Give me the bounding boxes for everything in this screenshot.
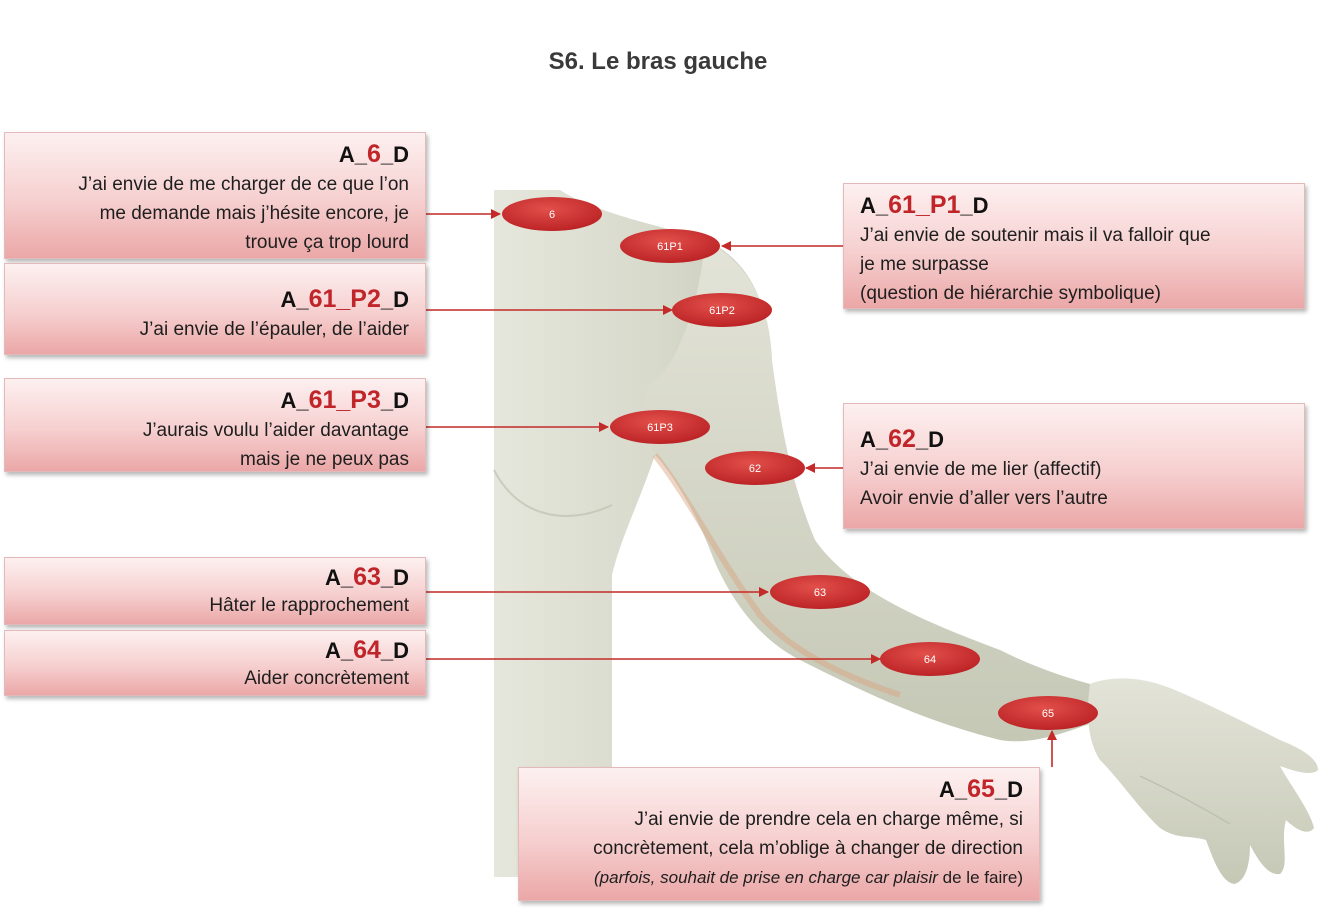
callout-text: trouve ça trop lourd	[245, 232, 409, 253]
callout-text: J’ai envie de me charger de ce que l’on	[78, 174, 409, 195]
callout-text: J’ai envie de l’épauler, de l’aider	[139, 319, 409, 340]
callout-text: Hâter le rapprochement	[209, 595, 409, 616]
callout-heading: A_61_P3_D	[280, 386, 409, 414]
svg-text:61P3: 61P3	[647, 422, 673, 434]
callout-text: je me surpasse	[860, 254, 989, 275]
svg-text:62: 62	[749, 463, 761, 475]
marker-61p3: 61P3	[610, 410, 710, 444]
svg-text:64: 64	[924, 654, 936, 666]
callout-heading: A_6_D	[338, 140, 409, 168]
page-title: S6. Le bras gauche	[548, 48, 768, 75]
callout-a62: A_62_D J’ai envie de me lier (affectif) …	[843, 403, 1305, 529]
callout-heading: A_63_D	[324, 563, 409, 591]
callout-a6: A_6_D J’ai envie de me charger de ce que…	[4, 132, 426, 259]
callout-text: (question de hiérarchie symbolique)	[860, 283, 1161, 304]
callout-a65: A_65_D J’ai envie de prendre cela en cha…	[518, 767, 1040, 901]
marker-65: 65	[998, 696, 1098, 730]
callout-a61p1: A_61_P1_D J’ai envie de soutenir mais il…	[843, 183, 1305, 309]
svg-text:65: 65	[1042, 708, 1054, 720]
callout-heading: A_61_P2_D	[280, 285, 409, 313]
callout-text: J’aurais voulu l’aider davantage	[142, 420, 409, 441]
callout-text: Aider concrètement	[244, 668, 409, 689]
arm-shape	[643, 240, 1100, 742]
callout-text: (parfois, souhait de prise en charge car…	[594, 868, 1023, 887]
callout-heading: A_64_D	[324, 636, 409, 664]
svg-text:61P2: 61P2	[709, 305, 735, 317]
callout-text: mais je ne peux pas	[240, 449, 409, 470]
marker-62: 62	[705, 451, 805, 485]
callout-a64: A_64_D Aider concrètement	[4, 630, 426, 696]
marker-64: 64	[880, 642, 980, 676]
callout-text: J’ai envie de me lier (affectif)	[860, 459, 1102, 480]
marker-6: 6	[502, 197, 602, 231]
callout-text: me demande mais j’hésite encore, je	[99, 203, 409, 224]
callout-heading: A_61_P1_D	[860, 191, 989, 219]
marker-61p1: 61P1	[620, 229, 720, 263]
callout-text: concrètement, cela m’oblige à changer de…	[593, 838, 1023, 859]
callout-text: J’ai envie de prendre cela en charge mêm…	[634, 809, 1023, 830]
marker-61p2: 61P2	[672, 293, 772, 327]
svg-text:63: 63	[814, 587, 826, 599]
marker-63: 63	[770, 575, 870, 609]
callout-a61p3: A_61_P3_D J’aurais voulu l’aider davanta…	[4, 378, 426, 472]
svg-text:6: 6	[549, 209, 555, 221]
callout-a61p2: A_61_P2_D J’ai envie de l’épauler, de l’…	[4, 263, 426, 355]
hand-shape	[1088, 678, 1318, 884]
callout-heading: A_62_D	[860, 425, 945, 453]
svg-text:61P1: 61P1	[657, 241, 683, 253]
callout-text: Avoir envie d’aller vers l’autre	[860, 488, 1108, 509]
callout-text: J’ai envie de soutenir mais il va falloi…	[860, 225, 1211, 246]
callout-heading: A_65_D	[938, 775, 1023, 803]
callout-a63: A_63_D Hâter le rapprochement	[4, 557, 426, 625]
